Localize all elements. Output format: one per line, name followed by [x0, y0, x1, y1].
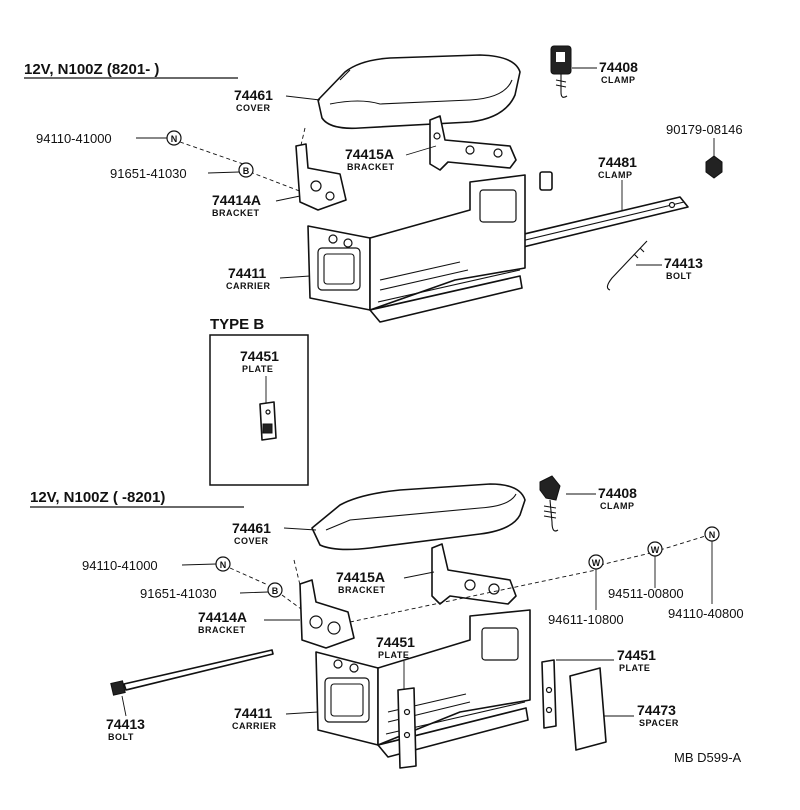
top-nut-ref-2: 90179-08146: [666, 122, 743, 137]
top-bracket-74415a-number: 74415A: [345, 146, 394, 162]
bottom-nut-n-icon: [215, 556, 231, 572]
bottom-carrier-name: CARRIER: [232, 721, 277, 731]
top-carrier-drawing: [307, 174, 526, 323]
bottom-spacer-drawing: [569, 667, 607, 751]
bottom-plate-right-number: 74451: [617, 647, 656, 663]
bottom-nut-ref-1: 94110-41000: [82, 558, 158, 573]
svg-text:N: N: [171, 134, 178, 144]
bottom-clamp-74408-drawing: [539, 475, 561, 532]
top-bracket-74414a-drawing: [295, 143, 347, 211]
top-nut-n-icon: [166, 130, 182, 146]
top-cover-number: 74461: [234, 87, 273, 103]
bottom-bracket-74415a-number: 74415A: [336, 569, 385, 585]
top-clamp-74408-number: 74408: [599, 59, 638, 75]
bottom-bracket-74415a-name: BRACKET: [338, 585, 386, 595]
svg-text:B: B: [243, 166, 250, 176]
bottom-bracket-74414a-number: 74414A: [198, 609, 247, 625]
type-b-section: TYPE B 74451 PLATE: [209, 316, 309, 486]
svg-text:N: N: [709, 530, 716, 540]
bottom-carrier-number: 74411: [234, 705, 272, 721]
top-small-clip: [539, 171, 553, 191]
top-bracket-74414a-name: BRACKET: [212, 208, 260, 218]
svg-text:N: N: [220, 560, 227, 570]
top-nut-icon: [705, 155, 723, 179]
bottom-clamp-74408-name: CLAMP: [600, 501, 635, 511]
type-b-plate-number: 74451: [240, 348, 279, 364]
svg-text:W: W: [651, 545, 660, 555]
bottom-bolt-b-icon: [267, 582, 283, 598]
bottom-bracket-74414a-name: BRACKET: [198, 625, 246, 635]
top-cover-drawing: [317, 54, 521, 130]
bottom-bolt-drawing: [110, 649, 274, 696]
top-clamp-74408-drawing: [550, 45, 572, 98]
bottom-bolt-number: 74413: [106, 716, 145, 732]
bottom-bolt-name: BOLT: [108, 732, 134, 742]
bottom-cover-name: COVER: [234, 536, 269, 546]
top-section: 12V, N100Z (8201- ) 74461 COVER 74408 CL…: [24, 45, 743, 323]
top-cover-name: COVER: [236, 103, 271, 113]
top-clamp-74408-name: CLAMP: [601, 75, 636, 85]
bottom-spacer-number: 74473: [637, 702, 676, 718]
top-header: 12V, N100Z (8201- ): [24, 61, 159, 78]
type-b-box: [209, 334, 309, 486]
bottom-plate-center-number: 74451: [376, 634, 415, 650]
bottom-plate-right-drawing: [541, 659, 557, 729]
svg-text:B: B: [272, 586, 279, 596]
bottom-nut-ref-2: 94110-40800: [668, 606, 744, 621]
diagram-code: MB D599-A: [674, 750, 742, 765]
bottom-washer-ref-1: 94611-10800: [548, 612, 624, 627]
top-nut-ref-1: 94110-41000: [36, 131, 112, 146]
top-clamp-74481-number: 74481: [598, 154, 637, 170]
top-carrier-number: 74411: [228, 265, 266, 281]
bottom-cover-drawing: [311, 483, 526, 551]
bottom-spacer-name: SPACER: [639, 718, 679, 728]
bottom-washer-ref-2: 94511-00800: [608, 586, 684, 601]
type-b-title: TYPE B: [210, 316, 264, 333]
type-b-plate-name: PLATE: [242, 364, 273, 374]
bottom-plate-right-name: PLATE: [619, 663, 650, 673]
type-b-plate-drawing: [259, 401, 277, 441]
svg-text:W: W: [592, 558, 601, 568]
bottom-bolt-ref-1: 91651-41030: [140, 586, 217, 601]
top-bolt-drawing: [606, 240, 648, 291]
top-bolt-b-icon: [238, 162, 254, 178]
bottom-bracket-74414a-drawing: [299, 579, 355, 649]
top-bracket-74415a-drawing: [429, 115, 517, 171]
bottom-cover-number: 74461: [232, 520, 271, 536]
bottom-header: 12V, N100Z ( -8201): [30, 489, 165, 506]
top-bolt-ref-1: 91651-41030: [110, 166, 187, 181]
top-bracket-74414a-number: 74414A: [212, 192, 261, 208]
top-carrier-name: CARRIER: [226, 281, 271, 291]
top-bracket-74415a-name: BRACKET: [347, 162, 395, 172]
bottom-bracket-74415a-drawing: [431, 543, 517, 605]
top-bolt-number: 74413: [664, 255, 703, 271]
top-clamp-74481-name: CLAMP: [598, 170, 633, 180]
top-bolt-name: BOLT: [666, 271, 692, 281]
bottom-plate-center-name: PLATE: [378, 650, 409, 660]
bottom-clamp-74408-number: 74408: [598, 485, 637, 501]
bottom-section: 12V, N100Z ( -8201) 74408 CLAMP 74461 CO…: [30, 475, 744, 769]
bottom-plate-center-drawing: [397, 687, 417, 769]
